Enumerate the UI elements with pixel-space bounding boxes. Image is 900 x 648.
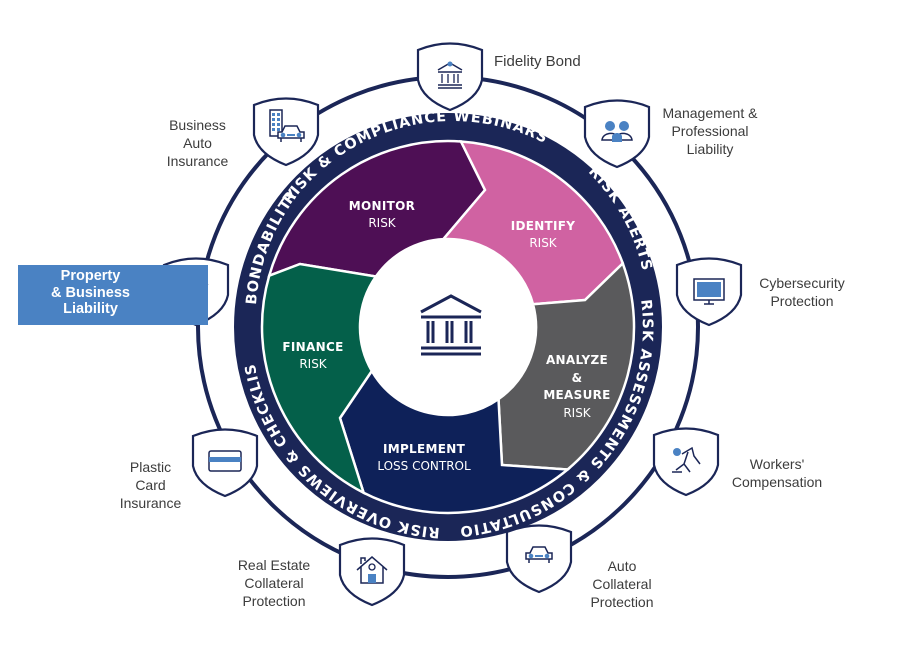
shield-icon (338, 537, 406, 607)
shield-cybersecurity[interactable] (675, 257, 743, 327)
label-line: Protection (242, 593, 306, 609)
bank-building-icon (420, 294, 482, 356)
shield-workers-comp[interactable] (652, 427, 720, 497)
analyze-subtitle: RISK (563, 406, 591, 420)
label-property-business-liability[interactable]: Property & Business Liability (18, 268, 163, 318)
shield-icon (416, 42, 484, 112)
implement-title: IMPLEMENT (383, 442, 466, 456)
analyze-title-1: ANALYZE (546, 353, 608, 367)
shield-plastic-card[interactable] (191, 428, 259, 498)
finance-subtitle: RISK (299, 357, 327, 371)
finance-title: FINANCE (282, 340, 343, 354)
shield-real-estate-collateral[interactable] (338, 537, 406, 607)
label-cybersecurity[interactable]: Cybersecurity Protection (742, 274, 862, 310)
label-workers-comp[interactable]: Workers' Compensation (717, 455, 837, 491)
label-line: Plastic (129, 459, 172, 475)
label-plastic-card[interactable]: Plastic Card Insurance (103, 458, 198, 512)
label-line: Liability (63, 301, 118, 317)
identify-title: IDENTIFY (511, 219, 576, 233)
house-icon (356, 556, 388, 584)
label-line: Collateral (592, 576, 652, 592)
label-real-estate-collateral[interactable]: Real Estate Collateral Protection (224, 556, 324, 610)
label-line: & Business (51, 284, 130, 301)
credit-card-icon (208, 450, 242, 472)
monitor-subtitle: RISK (368, 216, 396, 230)
label-line: Insurance (166, 153, 229, 169)
shield-icon (652, 427, 720, 497)
shield-management-liability[interactable] (583, 99, 651, 169)
implement-subtitle: LOSS CONTROL (377, 459, 471, 473)
label-line: Property (60, 268, 121, 284)
analyze-title-3: MEASURE (543, 388, 610, 402)
label-line: Cybersecurity (759, 275, 845, 291)
car-icon (525, 546, 553, 563)
building-car-icon (269, 109, 305, 142)
label-business-auto[interactable]: Business Auto Insurance (150, 116, 245, 170)
label-line: Professional (671, 123, 749, 139)
bank-dollar-icon (437, 61, 463, 89)
label-line: Fidelity Bond (494, 53, 581, 70)
label-line: Compensation (731, 474, 823, 490)
label-line: Liability (686, 141, 734, 157)
person-falling-icon (672, 446, 701, 473)
shield-fidelity-bond[interactable] (416, 42, 484, 112)
label-line: Auto (607, 558, 637, 574)
shield-business-auto[interactable] (252, 97, 320, 167)
label-line: Protection (590, 594, 654, 610)
monitor-icon (693, 278, 725, 305)
label-line: Collateral (244, 575, 304, 591)
label-line: Management & (662, 105, 758, 121)
label-line: Workers' (749, 456, 805, 472)
analyze-title-2: & (572, 371, 583, 385)
label-auto-collateral[interactable]: Auto Collateral Protection (572, 557, 672, 611)
shield-auto-collateral[interactable] (505, 524, 573, 594)
label-fidelity-bond[interactable]: Fidelity Bond (494, 53, 581, 71)
people-group-icon (601, 121, 633, 142)
label-management-liability[interactable]: Management & Professional Liability (650, 104, 770, 158)
label-line: Protection (770, 293, 834, 309)
label-line: Card (135, 477, 166, 493)
services-band (234, 113, 662, 541)
identify-subtitle: RISK (529, 236, 557, 250)
label-line: Business (169, 117, 226, 133)
label-line: Insurance (119, 495, 182, 511)
segment-monitor[interactable] (267, 139, 487, 278)
label-line: Real Estate (237, 557, 311, 573)
label-line: Auto (183, 135, 212, 151)
monitor-title: MONITOR (349, 199, 415, 213)
property-highlight-box (18, 265, 208, 325)
